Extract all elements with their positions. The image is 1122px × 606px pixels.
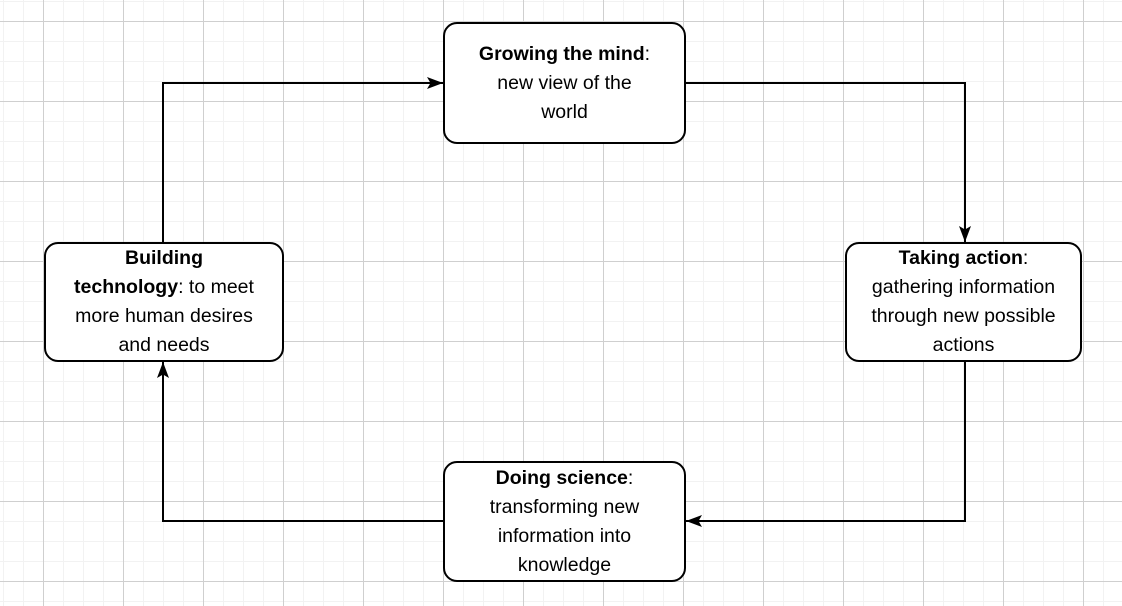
edge-building-to-growing[interactable] — [162, 77, 443, 242]
edge-taking-to-doing[interactable] — [686, 362, 966, 527]
edge-doing-to-building[interactable] — [157, 362, 443, 522]
edge-growing-to-taking[interactable] — [686, 82, 971, 242]
